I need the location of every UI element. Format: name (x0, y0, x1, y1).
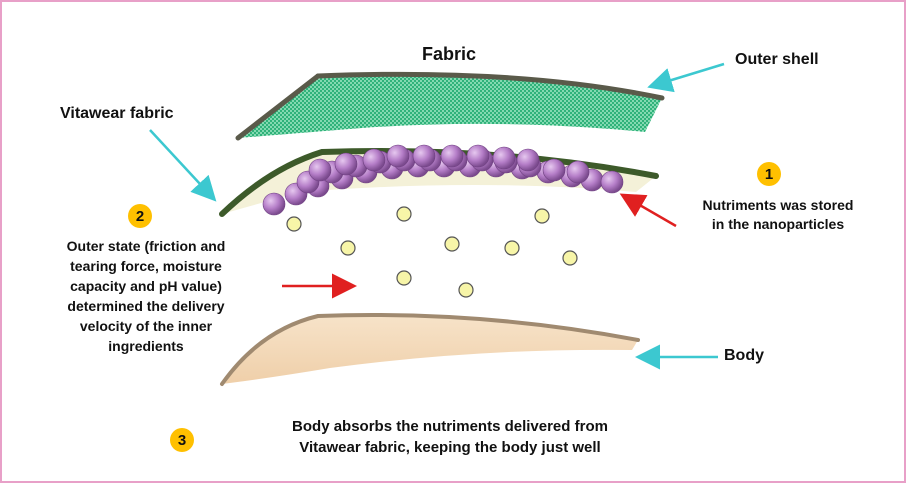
nutriment-particle (459, 283, 473, 297)
step-2-text: Outer state (friction and tearing force,… (28, 236, 264, 356)
nanoparticle (467, 145, 489, 167)
nutriment-particle (397, 271, 411, 285)
outer-shell-label: Outer shell (735, 50, 819, 70)
nanoparticle (567, 161, 589, 183)
nanoparticle (543, 159, 565, 181)
nanoparticle (493, 147, 515, 169)
nanoparticle (517, 149, 539, 171)
fabric-label: Fabric (422, 44, 476, 64)
nutriment-particle (397, 207, 411, 221)
vitawear-fabric-label: Vitawear fabric (60, 104, 174, 124)
nanoparticle (601, 171, 623, 193)
nutriment-particle (505, 241, 519, 255)
nanoparticle (309, 159, 331, 181)
step-2-badge: 2 (128, 204, 152, 228)
nanoparticle (413, 145, 435, 167)
nutriment-particle (445, 237, 459, 251)
fabric-layer (238, 74, 662, 138)
body-label: Body (724, 346, 764, 366)
nanoparticle (335, 153, 357, 175)
step-3-text: Body absorbs the nutriments delivered fr… (210, 416, 690, 458)
nutriment-particle (535, 209, 549, 223)
step-3-badge: 3 (170, 428, 194, 452)
nutriment-particle (341, 241, 355, 255)
nanoparticle (387, 145, 409, 167)
nanoparticle (263, 193, 285, 215)
nanoparticle (363, 149, 385, 171)
nutriment-particle (563, 251, 577, 265)
nutriment-particle (287, 217, 301, 231)
nanoparticle (441, 145, 463, 167)
outer-shell-arrow (652, 64, 724, 86)
body-layer (222, 315, 638, 384)
nutriment-particles (287, 207, 577, 297)
nanoparticle-arrow (624, 196, 676, 226)
step-1-text: Nutriments was stored in the nanoparticl… (678, 196, 878, 234)
vitawear-fabric-arrow (150, 130, 213, 198)
step-1-badge: 1 (757, 162, 781, 186)
